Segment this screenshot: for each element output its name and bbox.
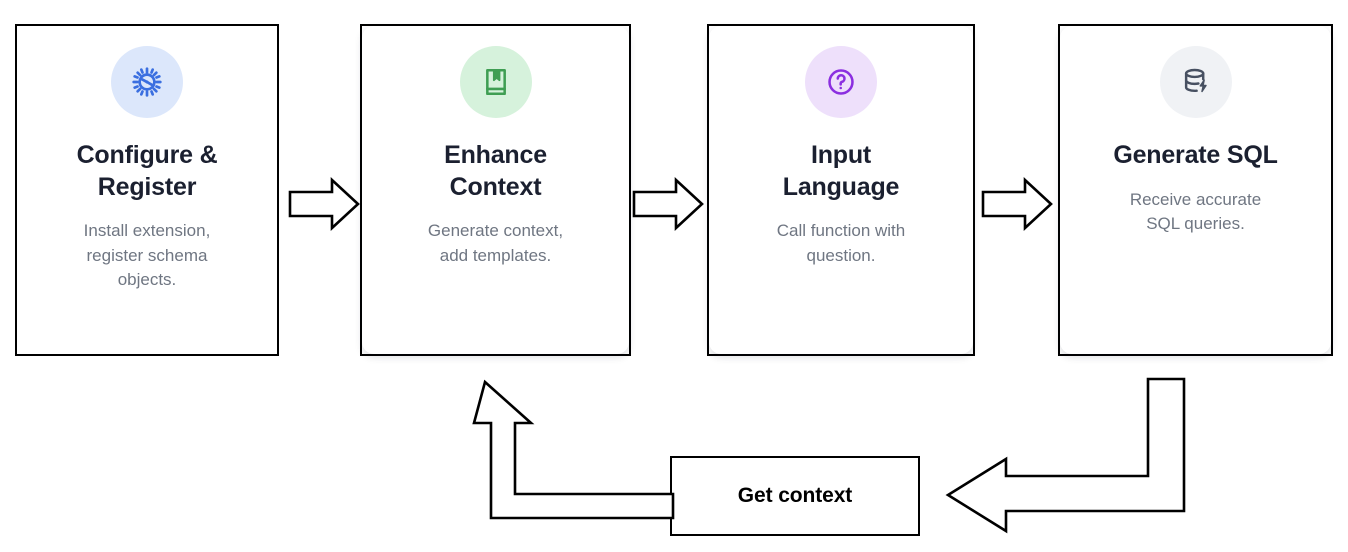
step-title: Input Language bbox=[782, 141, 900, 201]
step-description: Generate context, add templates. bbox=[427, 221, 564, 265]
step-title: Generate SQL bbox=[1113, 141, 1278, 169]
arrow-feed-up bbox=[449, 376, 675, 536]
step-card-enhance-context[interactable]: Enhance Context Generate context, add te… bbox=[360, 24, 631, 356]
get-context-label: Get context bbox=[737, 484, 853, 507]
step-description: Call function with question. bbox=[776, 221, 906, 265]
step-description: Receive accurate SQL queries. bbox=[1129, 189, 1262, 234]
database-bolt-icon bbox=[1159, 46, 1232, 118]
step-title: Configure & Register bbox=[76, 141, 218, 201]
arrow-step3-step4 bbox=[981, 177, 1053, 231]
arrow-step1-step2 bbox=[288, 177, 360, 231]
get-context-box[interactable]: Get context bbox=[670, 456, 920, 536]
step-description: Install extension, register schema objec… bbox=[83, 221, 211, 290]
step-card-configure-register[interactable]: Configure & Register Install extension, … bbox=[15, 24, 279, 356]
question-circle-icon bbox=[805, 46, 877, 118]
step-card-body: Configure & Register Install extension, … bbox=[17, 26, 277, 354]
gear-icon bbox=[111, 46, 183, 118]
step-title: Enhance Context bbox=[444, 141, 547, 201]
step-card-body: Generate SQL Receive accurate SQL querie… bbox=[1060, 26, 1331, 354]
book-bookmark-icon bbox=[459, 46, 532, 118]
step-card-body: Enhance Context Generate context, add te… bbox=[362, 26, 629, 354]
step-card-input-language[interactable]: Input Language Call function with questi… bbox=[707, 24, 975, 356]
step-card-body: Input Language Call function with questi… bbox=[709, 26, 973, 354]
arrow-return-left bbox=[940, 376, 1196, 540]
arrow-step2-step3 bbox=[632, 177, 704, 231]
step-card-generate-sql[interactable]: Generate SQL Receive accurate SQL querie… bbox=[1058, 24, 1333, 356]
